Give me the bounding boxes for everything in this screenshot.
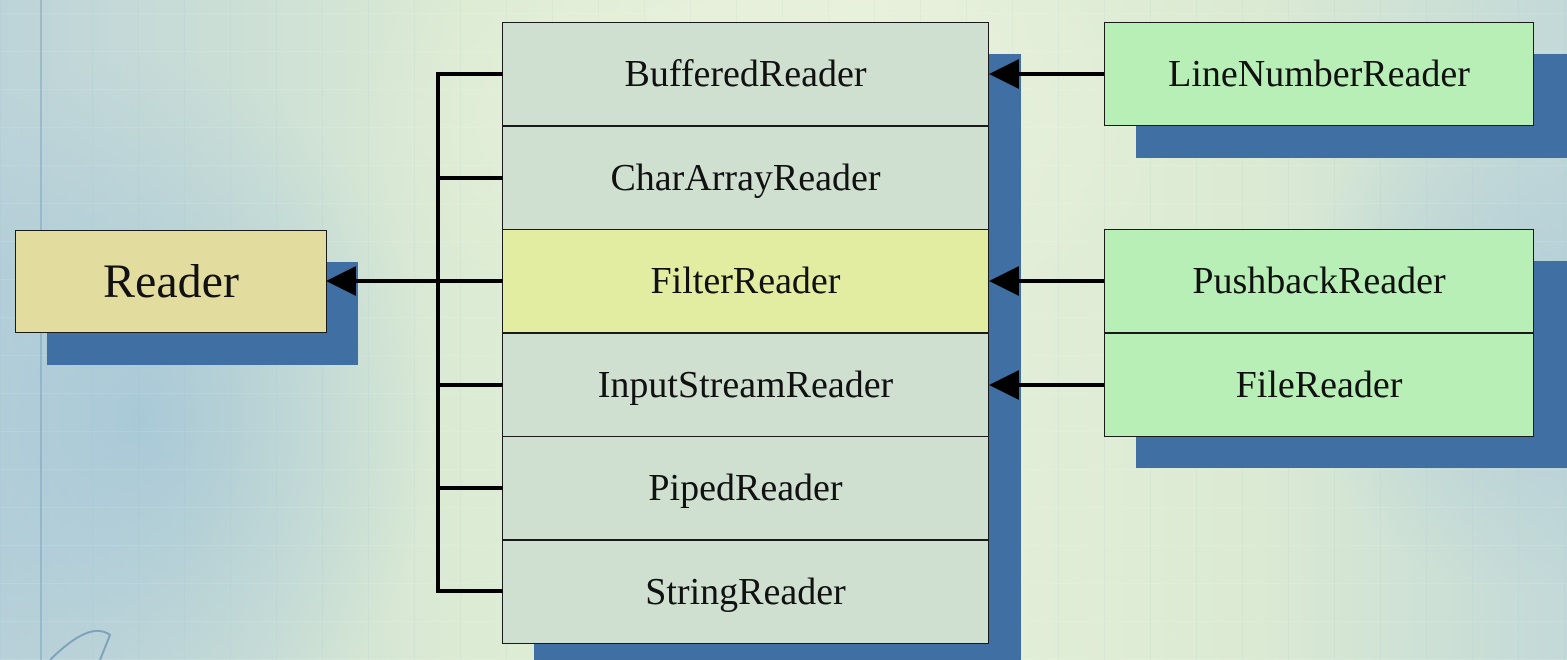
subclass-label: CharArrayReader: [610, 157, 881, 199]
derived-label: LineNumberReader: [1168, 53, 1470, 95]
derived-label: FileReader: [1235, 364, 1403, 406]
arrowhead-to-inputstreamreader: [989, 370, 1019, 400]
root-class-label: Reader: [103, 255, 239, 308]
derived-box-pushbackreader: PushbackReader: [1104, 229, 1534, 333]
subclass-box-filterreader: FilterReader: [502, 229, 989, 333]
arrowhead-to-bufferedreader: [989, 59, 1019, 89]
root-class-box: Reader: [15, 230, 327, 333]
derived-box-filereader: FileReader: [1104, 333, 1534, 437]
subclass-label: BufferedReader: [624, 53, 867, 95]
background-decoration: [49, 630, 112, 660]
derived-box-linenumberreader: LineNumberReader: [1104, 22, 1534, 126]
subclass-label: FilterReader: [650, 260, 841, 302]
subclass-box-stringreader: StringReader: [502, 540, 989, 644]
subclass-label: PipedReader: [648, 467, 843, 509]
subclass-label: StringReader: [645, 571, 846, 613]
derived-label: PushbackReader: [1192, 260, 1446, 302]
arrowhead-to-reader: [326, 266, 356, 296]
subclass-box-inputstreamreader: InputStreamReader: [502, 333, 989, 437]
arrowhead-to-filterreader: [989, 266, 1019, 296]
subclass-box-bufferedreader: BufferedReader: [502, 22, 989, 126]
subclass-label: InputStreamReader: [597, 364, 894, 406]
